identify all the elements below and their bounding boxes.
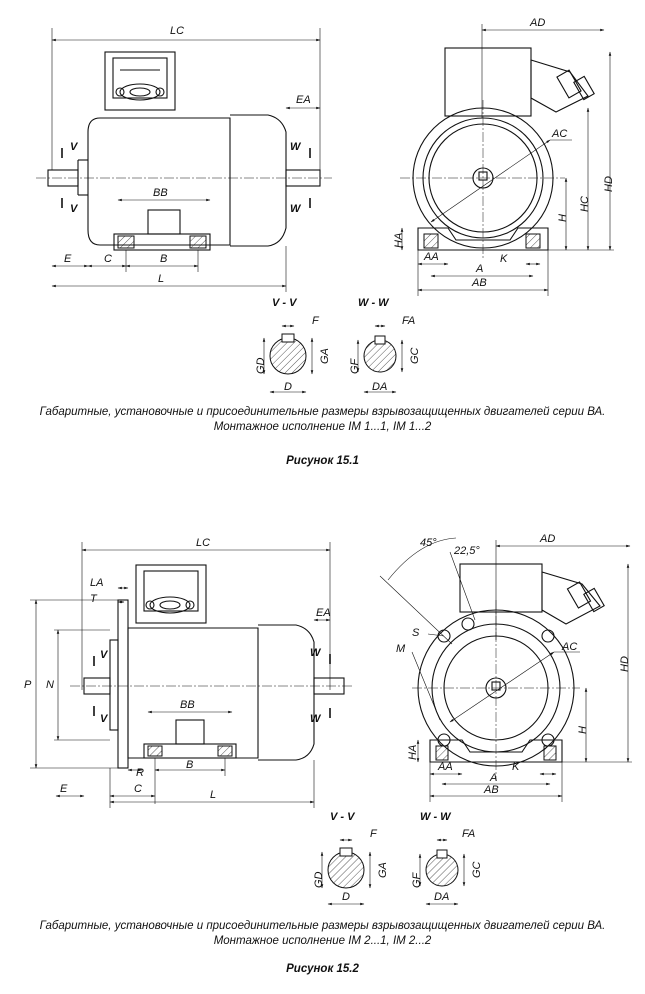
section-W-FA-2: FA [462, 828, 475, 840]
section-W-DA: DA [372, 381, 387, 393]
label-K: K [500, 253, 508, 265]
label-HD-2: HD [619, 656, 631, 672]
label-AB: AB [471, 277, 487, 289]
label-N: N [46, 679, 54, 691]
section-V-GA: GA [319, 348, 331, 364]
label-angle-22: 22,5° [453, 545, 480, 557]
label-EA-2: EA [316, 607, 331, 619]
label-B-2: B [186, 759, 193, 771]
section-W-title: W - W [358, 297, 390, 309]
label-R: R [136, 767, 144, 779]
figure-1-front-view: AD AC HD HC H HA AA A [393, 17, 615, 296]
label-LC: LC [170, 25, 184, 37]
label-L-2: L [210, 789, 216, 801]
label-E-2: E [60, 783, 68, 795]
section-W-GF: GF [349, 357, 361, 374]
figure-2-front-view: 45° 22,5° AD S M AC [379, 533, 632, 802]
figure-2-caption-line2: Монтажное исполнение IM 2...1, IM 2...2 [213, 935, 432, 947]
label-AA: AA [423, 251, 439, 263]
label-BB: BB [153, 187, 168, 199]
figure-2-side-view: LC LA T P N [24, 537, 352, 808]
label-HA: HA [393, 233, 405, 248]
label-E: E [64, 253, 72, 265]
label-V-bottom: V [70, 203, 79, 215]
label-H: H [557, 214, 569, 222]
label-B: B [160, 253, 167, 265]
label-LA: LA [90, 577, 103, 589]
label-T: T [90, 593, 98, 605]
label-V-top-2: V [100, 649, 109, 661]
figure-2-caption: Габаритные, установочные и присоединител… [0, 919, 645, 949]
label-AD-2: AD [539, 533, 555, 545]
figure-1-caption-line1: Габаритные, установочные и присоединител… [39, 406, 606, 418]
figure-2-sections: V - V F GD GA D W - W FA GF GC DA [313, 811, 483, 906]
label-LC-2: LC [196, 537, 210, 549]
section-V-D: D [284, 381, 292, 393]
label-S: S [412, 627, 420, 639]
figure-2-caption-line1: Габаритные, установочные и присоединител… [39, 920, 606, 932]
section-W-title-2: W - W [420, 811, 452, 823]
label-EA: EA [296, 94, 311, 106]
label-AD: AD [529, 17, 545, 29]
label-C: C [104, 253, 112, 265]
section-V-F-2: F [370, 828, 378, 840]
section-W-DA-2: DA [434, 891, 449, 903]
label-M: M [396, 643, 406, 655]
label-HA-2: HA [407, 745, 419, 760]
label-H-2: H [577, 726, 589, 734]
label-W-bottom: W [290, 203, 302, 215]
label-AB-2: AB [483, 784, 499, 796]
figure-1-sections: V - V F GD GA D W - W FA GF GC DA [255, 297, 421, 394]
label-AC-2: AC [561, 641, 577, 653]
label-W-top: W [290, 141, 302, 153]
label-HD: HD [603, 176, 615, 192]
section-W-GC: GC [409, 347, 421, 364]
label-P: P [24, 679, 32, 691]
label-W-bottom-2: W [310, 713, 322, 725]
figure-1-caption: Габаритные, установочные и присоединител… [0, 405, 645, 435]
label-AC: AC [551, 128, 567, 140]
label-W-top-2: W [310, 647, 322, 659]
section-V-GA-2: GA [377, 862, 389, 878]
label-L: L [158, 273, 164, 285]
section-W-GF-2: GF [411, 871, 423, 888]
label-angle-45: 45° [420, 537, 437, 549]
label-V-top: V [70, 141, 79, 153]
section-W-FA: FA [402, 315, 415, 327]
section-W-GC-2: GC [471, 861, 483, 878]
section-V-title: V - V [272, 297, 298, 309]
label-A: A [475, 263, 483, 275]
section-V-F: F [312, 315, 320, 327]
label-K-2: K [512, 761, 520, 773]
label-BB-2: BB [180, 699, 195, 711]
section-V-GD-2: GD [313, 871, 325, 888]
figure-1-title: Рисунок 15.1 [286, 455, 359, 467]
figure-1-caption-line2: Монтажное исполнение IM 1...1, IM 1...2 [213, 421, 432, 433]
section-V-title-2: V - V [330, 811, 356, 823]
label-V-bottom-2: V [100, 713, 109, 725]
figure-1-side-view: LC EA V V W W [36, 25, 332, 292]
label-C-2: C [134, 783, 142, 795]
section-V-GD: GD [255, 357, 267, 374]
label-HC: HC [579, 196, 591, 212]
label-AA-2: AA [437, 761, 453, 773]
figure-2-title: Рисунок 15.2 [286, 963, 359, 975]
label-A-2: A [489, 772, 497, 784]
section-V-D-2: D [342, 891, 350, 903]
